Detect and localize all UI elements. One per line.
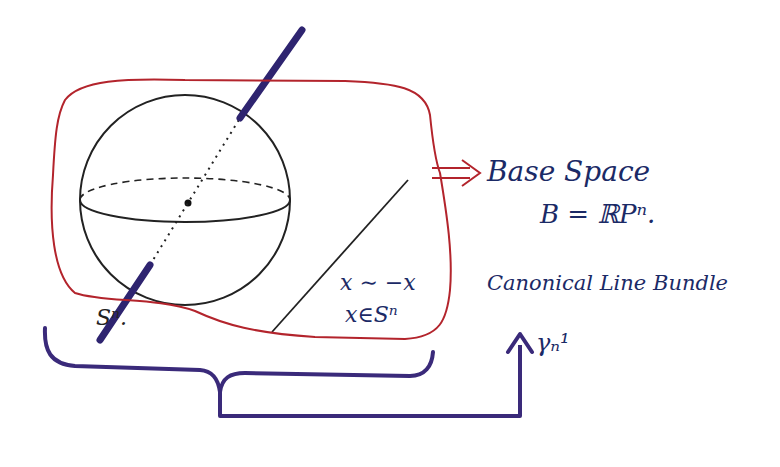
math-label: B = ℝPⁿ. (540, 200, 655, 229)
region-text: x ∼ −x (340, 271, 416, 295)
equator-front (80, 200, 290, 222)
dotted-line (150, 118, 240, 265)
bracket-arrowhead (508, 334, 532, 352)
region-outline (45, 75, 465, 345)
quotient-region: x ∼ −x x∈Sⁿ (45, 75, 465, 345)
math-label: γₙ¹ (536, 330, 570, 356)
implies-arrowhead (462, 160, 480, 186)
region-text: x∈Sⁿ (345, 303, 398, 327)
divider-line (272, 180, 408, 332)
math-label: Base Space (487, 157, 650, 188)
sphere-outline (80, 95, 290, 305)
equator-back (80, 178, 290, 200)
center-dot (185, 200, 192, 207)
math-label: Canonical Line Bundle (487, 272, 728, 295)
line-segment-top (240, 30, 302, 118)
math-label: Sⁿ. (96, 306, 127, 330)
bracket-arrow (220, 345, 520, 416)
implies-arrow (432, 168, 470, 178)
region-border (52, 79, 451, 339)
